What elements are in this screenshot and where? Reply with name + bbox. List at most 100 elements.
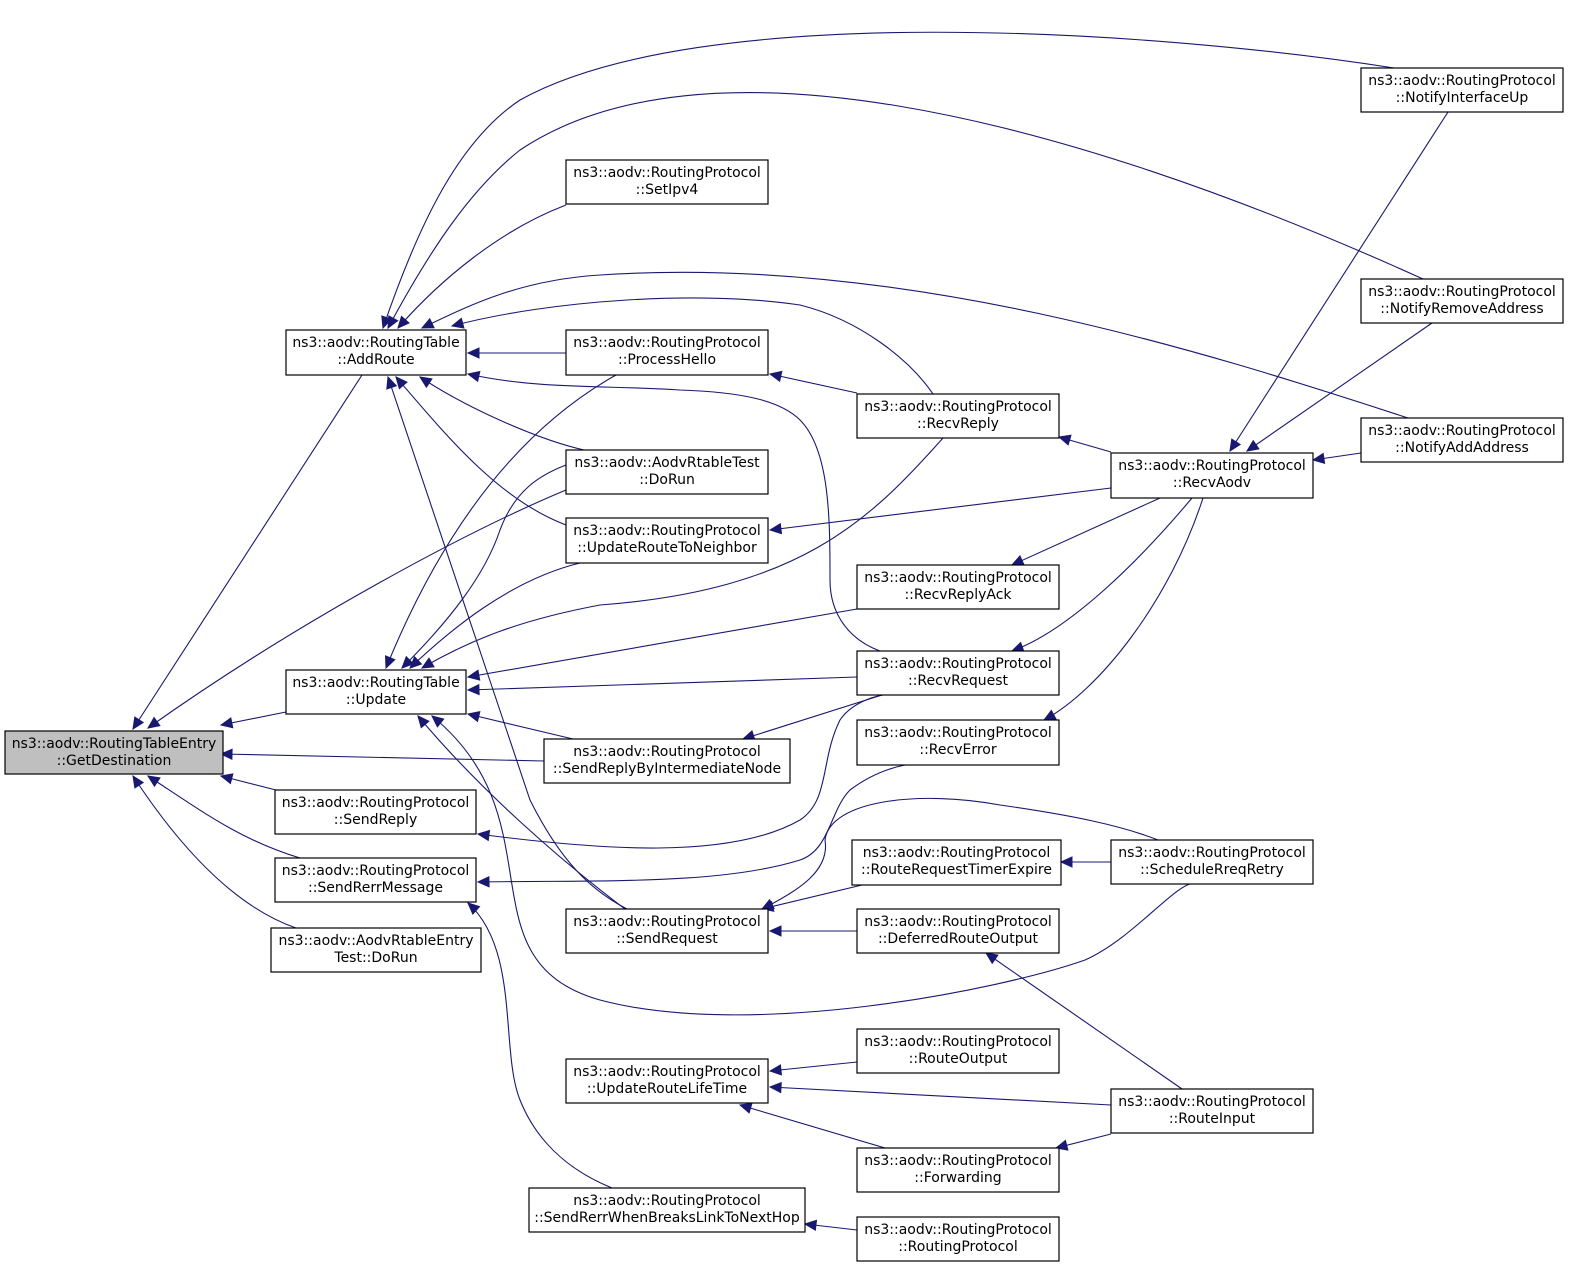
node-box: [274, 857, 477, 903]
node-box: [565, 159, 769, 205]
node-recvrequest[interactable]: ns3::aodv::RoutingProtocol::RecvRequest: [856, 650, 1060, 696]
node-label-line: ::SendReplyByIntermediateNode: [553, 761, 781, 777]
node-recverror[interactable]: ns3::aodv::RoutingProtocol::RecvError: [856, 719, 1060, 766]
node-label-line: ns3::aodv::RoutingTableEntry: [12, 736, 217, 752]
edge-line: [385, 374, 617, 669]
arrow-head-icon: [401, 655, 415, 669]
arrow-head-icon: [466, 711, 481, 723]
edge-line: [409, 562, 581, 669]
node-url[interactable]: ns3::aodv::RoutingProtocol::UpdateRouteL…: [565, 1058, 769, 1104]
edge-addroute-niu: [381, 31, 1395, 330]
edge-line: [769, 487, 1112, 531]
arrow-head-icon: [431, 715, 445, 728]
node-label-line: ::RecvAodv: [1173, 475, 1251, 491]
node-box: [856, 1216, 1060, 1262]
node-label-line: ns3::aodv::RoutingProtocol: [864, 1222, 1052, 1238]
node-srwbl[interactable]: ns3::aodv::RoutingProtocol::SendRerrWhen…: [528, 1187, 806, 1233]
node-getdest[interactable]: ns3::aodv::RoutingTableEntry::GetDestina…: [4, 730, 224, 775]
arrow-head-icon: [384, 655, 396, 670]
node-sendrequest[interactable]: ns3::aodv::RoutingProtocol::SendRequest: [565, 908, 769, 954]
edge-line: [1011, 497, 1161, 566]
edge-line: [467, 373, 881, 652]
node-label-line: ::GetDestination: [57, 753, 172, 769]
node-box: [1360, 67, 1564, 113]
node-label-line: ::DoRun: [639, 472, 695, 488]
node-label-line: ::UpdateRouteToNeighbor: [577, 540, 757, 556]
edge-recvaodv-nra: [1246, 322, 1433, 452]
node-forwarding[interactable]: ns3::aodv::RoutingProtocol::Forwarding: [856, 1147, 1060, 1193]
node-label-line: ns3::aodv::AodvRtableEntry: [279, 933, 474, 949]
edge-line: [132, 374, 363, 730]
edge-update-srbin: [466, 711, 574, 740]
node-urtn[interactable]: ns3::aodv::RoutingProtocol::UpdateRouteT…: [565, 517, 769, 564]
edge-line: [395, 376, 567, 526]
node-rpctor[interactable]: ns3::aodv::RoutingProtocol::RoutingProto…: [856, 1216, 1060, 1262]
node-update[interactable]: ns3::aodv::RoutingTable::Update: [285, 669, 467, 715]
edge-dro-routeinput: [985, 952, 1183, 1090]
node-dro[interactable]: ns3::aodv::RoutingProtocol::DeferredRout…: [856, 908, 1060, 954]
node-label-line: ::NotifyInterfaceUp: [1396, 90, 1529, 106]
edge-sendrequest-rrte: [760, 884, 863, 912]
node-sendreply[interactable]: ns3::aodv::RoutingProtocol::SendReply: [274, 789, 477, 835]
node-box: [856, 1147, 1060, 1193]
edge-line: [769, 1086, 1112, 1106]
node-nra[interactable]: ns3::aodv::RoutingProtocol::NotifyRemove…: [1360, 278, 1564, 324]
node-routeoutput[interactable]: ns3::aodv::RoutingProtocol::RouteOutput: [856, 1028, 1060, 1074]
node-box: [285, 329, 467, 376]
edge-getdest-srbin: [219, 748, 545, 762]
arrow-head-icon: [409, 655, 423, 669]
edge-update-srr: [431, 715, 1191, 1016]
edge-sendrerr-srwbl: [467, 902, 613, 1189]
edge-line: [467, 713, 574, 740]
node-box: [285, 669, 467, 715]
node-routeinput[interactable]: ns3::aodv::RoutingProtocol::RouteInput: [1110, 1088, 1314, 1134]
node-recvaodv[interactable]: ns3::aodv::RoutingProtocol::RecvAodv: [1110, 452, 1314, 499]
edge-rrte-srr: [1059, 856, 1111, 868]
node-rtabletest[interactable]: ns3::aodv::AodvRtableTest::DoRun: [565, 449, 769, 495]
node-label-line: ns3::aodv::RoutingTable: [292, 335, 459, 351]
arrow-head-icon: [219, 717, 234, 729]
node-niu[interactable]: ns3::aodv::RoutingProtocol::NotifyInterf…: [1360, 67, 1564, 113]
arrow-head-icon: [466, 683, 480, 696]
node-label-line: ns3::aodv::RoutingProtocol: [573, 744, 761, 760]
node-box: [565, 908, 769, 954]
edge-addroute-rtabletest: [418, 376, 585, 451]
node-srbin[interactable]: ns3::aodv::RoutingProtocol::SendReplyByI…: [543, 738, 791, 784]
node-rrte[interactable]: ns3::aodv::RoutingProtocol::RouteRequest…: [851, 839, 1062, 886]
node-recvreply[interactable]: ns3::aodv::RoutingProtocol::RecvReply: [856, 393, 1060, 439]
edge-recvaodv-niu: [1229, 111, 1449, 453]
edge-line: [1043, 497, 1204, 721]
node-naa[interactable]: ns3::aodv::RoutingProtocol::NotifyAddAdd…: [1360, 417, 1564, 463]
node-recvreplyack[interactable]: ns3::aodv::RoutingProtocol::RecvReplyAck: [856, 564, 1060, 610]
arrow-head-icon: [418, 376, 433, 389]
edge-layer: [132, 31, 1449, 1232]
edge-addroute-recvreply: [450, 297, 934, 395]
arrow-head-icon: [417, 715, 430, 729]
arrow-head-icon: [466, 347, 480, 359]
node-label-line: ns3::aodv::RoutingProtocol: [573, 165, 761, 181]
edge-line: [467, 902, 613, 1189]
node-label-line: ::RecvReplyAck: [904, 587, 1012, 603]
node-label-line: ::SendRerrMessage: [308, 880, 443, 896]
arrow-head-icon: [147, 716, 161, 729]
edge-getdest-entrytest: [132, 774, 297, 929]
edge-line: [761, 797, 1159, 910]
node-addroute[interactable]: ns3::aodv::RoutingTable::AddRoute: [285, 329, 467, 376]
node-setipv4[interactable]: ns3::aodv::RoutingProtocol::SetIpv4: [565, 159, 769, 205]
arrow-head-icon: [397, 315, 410, 329]
edge-line: [769, 373, 858, 394]
node-box: [856, 393, 1060, 439]
arrow-head-icon: [395, 376, 408, 390]
edge-getdest-sendrerr: [146, 775, 301, 859]
node-processhello[interactable]: ns3::aodv::RoutingProtocol::ProcessHello: [565, 329, 769, 376]
edge-update-urtn: [409, 562, 581, 669]
node-sendrerr[interactable]: ns3::aodv::RoutingProtocol::SendRerrMess…: [274, 857, 477, 903]
edge-addroute-processhello: [466, 347, 566, 359]
node-label-line: ns3::aodv::RoutingProtocol: [864, 1153, 1052, 1169]
edge-sendrequest-dro: [768, 925, 857, 937]
node-label-line: ::DeferredRouteOutput: [878, 931, 1039, 947]
node-srr[interactable]: ns3::aodv::RoutingProtocol::ScheduleRreq…: [1110, 839, 1314, 885]
node-label-line: ::RecvError: [919, 742, 996, 758]
edge-line: [769, 1061, 858, 1072]
